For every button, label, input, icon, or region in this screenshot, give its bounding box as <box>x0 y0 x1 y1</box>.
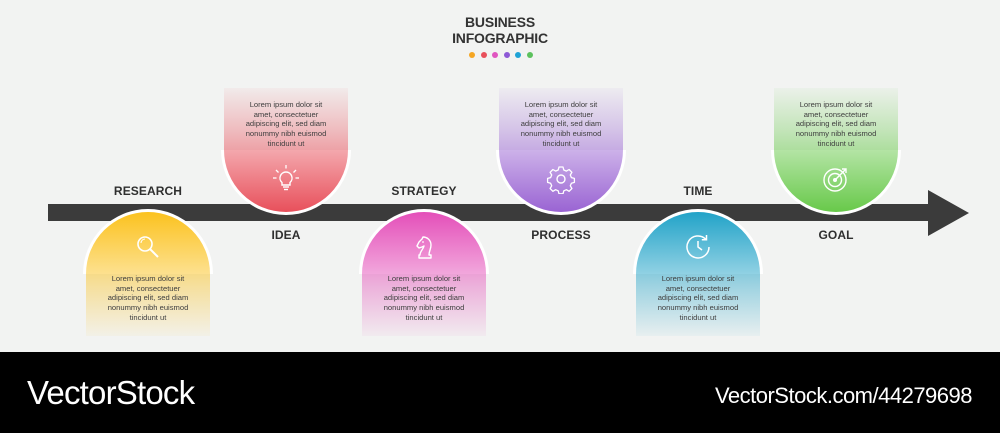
target-icon <box>821 164 851 194</box>
step-label-strategy: STRATEGY <box>391 184 457 198</box>
description-line: amet, consectetuer <box>528 109 594 119</box>
color-dot <box>515 52 522 58</box>
description-line: amet, consectetuer <box>115 283 181 293</box>
brand-logo: VectorStock <box>27 374 195 411</box>
step-label-time: TIME <box>683 184 713 198</box>
title-line-1: BUSINESS <box>465 14 535 30</box>
chess-knight-icon <box>409 232 439 262</box>
gear-icon <box>546 164 576 195</box>
description-line: Lorem ipsum dolor sit <box>524 100 598 109</box>
clock-refresh-icon <box>683 232 713 262</box>
step-label-research: RESEARCH <box>113 184 183 198</box>
description-line: Lorem ipsum dolor sit <box>249 100 323 109</box>
description-line: Lorem ipsum dolor sit <box>387 274 461 283</box>
step-label-goal: GOAL <box>818 228 854 242</box>
description-line: Lorem ipsum dolor sit <box>799 100 873 109</box>
infographic-title: BUSINESS INFOGRAPHIC <box>400 14 600 46</box>
timeline-arrow-head <box>928 190 969 236</box>
description-line: tincidunt ut <box>267 138 305 148</box>
description-line: adipiscing elit, sed diam <box>383 293 465 303</box>
color-dot <box>469 52 475 58</box>
title-line-2: INFOGRAPHIC <box>452 30 548 46</box>
description-line: tincidunt ut <box>817 138 855 148</box>
description-line: tincidunt ut <box>679 312 717 322</box>
description-line: adipiscing elit, sed diam <box>520 119 602 129</box>
description-line: nonummy nibh euismod <box>520 129 602 139</box>
description-line: tincidunt ut <box>542 138 580 148</box>
step-label-process: PROCESS <box>531 228 591 242</box>
description-line: adipiscing elit, sed diam <box>657 293 739 303</box>
infographic: BUSINESS INFOGRAPHIC Lorem ipsum dolor s… <box>48 14 969 336</box>
color-dot <box>526 52 533 58</box>
description-line: adipiscing elit, sed diam <box>795 119 877 129</box>
description-line: nonummy nibh euismod <box>107 303 189 313</box>
description-line: tincidunt ut <box>129 312 167 322</box>
color-dot <box>492 52 499 58</box>
description-line: amet, consectetuer <box>803 109 869 119</box>
color-dots <box>469 52 533 58</box>
description-line: nonummy nibh euismod <box>795 129 877 139</box>
description-line: adipiscing elit, sed diam <box>107 293 189 303</box>
description-line: adipiscing elit, sed diam <box>245 119 327 129</box>
description-line: amet, consectetuer <box>391 283 457 293</box>
description-line: Lorem ipsum dolor sit <box>661 274 735 283</box>
description-line: Lorem ipsum dolor sit <box>111 274 185 283</box>
description-line: nonummy nibh euismod <box>657 303 739 313</box>
color-dot <box>480 52 487 58</box>
step-label-idea: IDEA <box>271 228 301 242</box>
description-line: amet, consectetuer <box>665 283 731 293</box>
image-id: VectorStock.com/44279698 <box>714 383 973 408</box>
description-line: nonummy nibh euismod <box>245 129 327 139</box>
footer-banner: VectorStock VectorStock.com/44279698 <box>0 352 1000 433</box>
description-line: nonummy nibh euismod <box>383 303 465 313</box>
color-dot <box>503 52 510 58</box>
magnifier-icon <box>133 232 163 262</box>
description-line: amet, consectetuer <box>253 109 319 119</box>
description-line: tincidunt ut <box>405 312 443 322</box>
lightbulb-icon <box>271 164 301 194</box>
